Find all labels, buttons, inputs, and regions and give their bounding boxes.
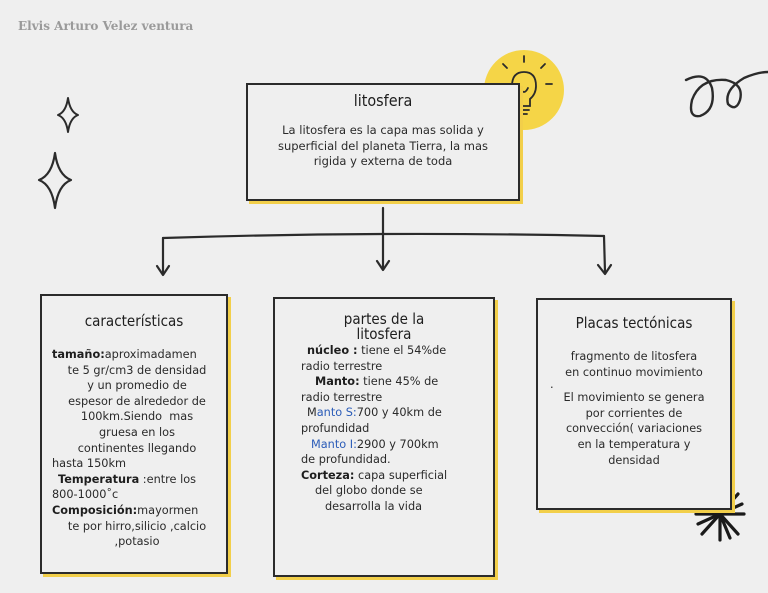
caracteristicas-text: :entre los: [139, 472, 197, 486]
partes-line: del globo donde se: [315, 484, 423, 498]
box-placas: Placas tectónicas fragmento de litosfera…: [536, 298, 732, 510]
caracteristicas-label: tamaño:: [52, 348, 105, 361]
connector-lines: [161, 206, 607, 275]
partes-line: profundidad: [301, 421, 370, 435]
caracteristicas-line: hasta 150km: [52, 457, 127, 471]
placas-line: convección( variaciones: [565, 422, 703, 436]
partes-line: núcleo : tiene el 54%de: [301, 343, 493, 359]
main-box-litosfera: litosfera La litosfera es la capa mas so…: [246, 83, 520, 201]
sparkle-icon: [37, 151, 73, 210]
caracteristicas-line: espesor de alrededor de: [68, 394, 206, 408]
partes-title-line: litosfera: [356, 325, 412, 343]
caracteristicas-line: tamaño:aproximadamen: [52, 347, 222, 363]
caracteristicas-line: te 5 gr/cm3 de densidad: [67, 363, 207, 377]
placas-line: por corrientes de: [585, 406, 683, 420]
box-partes: partes de la litosfera núcleo : tiene el…: [273, 297, 495, 577]
placas-line: El movimiento se genera: [563, 391, 705, 405]
corteza-label: Corteza:: [301, 468, 355, 482]
placas-line: en continuo movimiento: [565, 365, 703, 379]
caracteristicas-line: continentes llegando: [77, 441, 197, 455]
connector-right: [602, 234, 607, 274]
placas-line: en la temperatura y: [577, 437, 691, 451]
caracteristicas-body: tamaño:aproximadamen te 5 gr/cm3 de dens…: [42, 347, 226, 550]
author-name: Elvis Arturo Velez ventura: [18, 19, 194, 33]
caracteristicas-line: y un promedio de: [87, 379, 187, 393]
main-description: La litosfera es la capa mas solida y sup…: [248, 123, 518, 170]
placas-line: densidad: [608, 453, 660, 467]
partes-line: radio terrestre: [301, 390, 383, 404]
placas-line: fragmento de litosfera: [570, 350, 698, 363]
manto-s-label: anto S:: [316, 406, 357, 420]
caracteristicas-line: 800-1000˚c: [52, 488, 119, 502]
caracteristicas-line: te por hirro,silicio ,calcio: [67, 519, 207, 533]
partes-line: Corteza: capa superficial: [301, 468, 493, 484]
partes-title-line: partes de la: [343, 310, 425, 328]
caracteristicas-label: Composición:: [52, 503, 138, 517]
partes-line: Manto: tiene 45% de: [301, 374, 493, 390]
partes-title: partes de la litosfera: [275, 312, 493, 342]
main-desc-line: rigida y externa de toda: [313, 154, 453, 168]
manto-i-label: Manto I:: [311, 437, 357, 451]
partes-line: desarrolla la vida: [325, 499, 423, 513]
caracteristicas-line: ,potasio: [114, 535, 160, 549]
partes-body: núcleo : tiene el 54%de radio terrestre …: [275, 343, 493, 515]
caracteristicas-line: gruesa en los: [99, 425, 175, 439]
placas-body: fragmento de litosfera en continuo movim…: [538, 349, 730, 468]
caracteristicas-line: 100km.Siendo mas: [80, 410, 194, 424]
partes-text: tiene 45% de: [359, 375, 439, 389]
main-desc-line: La litosfera es la capa mas solida y: [282, 123, 484, 137]
partes-text: 2900 y 700km: [356, 437, 439, 451]
manto-label: Manto:: [315, 375, 360, 389]
caracteristicas-text: mayormen: [137, 503, 199, 517]
partes-line: de profundidad.: [301, 453, 391, 467]
caracteristicas-label: Temperatura: [58, 472, 140, 486]
partes-line: radio terrestre: [301, 359, 383, 373]
sparkle-icon: [57, 97, 79, 133]
connector-horizontal: [161, 232, 606, 240]
partes-text: capa superficial: [354, 468, 448, 482]
partes-text: tiene el 54%de: [357, 344, 447, 357]
partes-line: Manto I:2900 y 700km: [301, 437, 493, 453]
arrow-icon: [155, 259, 613, 277]
manto-s-label-start: M: [307, 406, 317, 420]
placas-title: Placas tectónicas: [575, 314, 693, 332]
partes-text: 700 y 40km de: [356, 406, 442, 420]
box-caracteristicas: características tamaño:aproximadamen te …: [40, 294, 228, 574]
partes-line: Manto S:700 y 40km de: [301, 405, 493, 421]
nucleo-label: núcleo :: [307, 344, 358, 357]
swirl-icon: [684, 70, 768, 118]
caracteristicas-line: Temperatura :entre los: [52, 472, 222, 488]
placas-line: .: [550, 378, 554, 392]
caracteristicas-text: aproximadamen: [104, 348, 197, 361]
caracteristicas-title: características: [84, 312, 184, 330]
caracteristicas-line: Composición:mayormen: [52, 503, 222, 519]
main-desc-line: superficial del planeta Tierra, la mas: [277, 138, 489, 153]
main-title: litosfera: [353, 91, 413, 110]
